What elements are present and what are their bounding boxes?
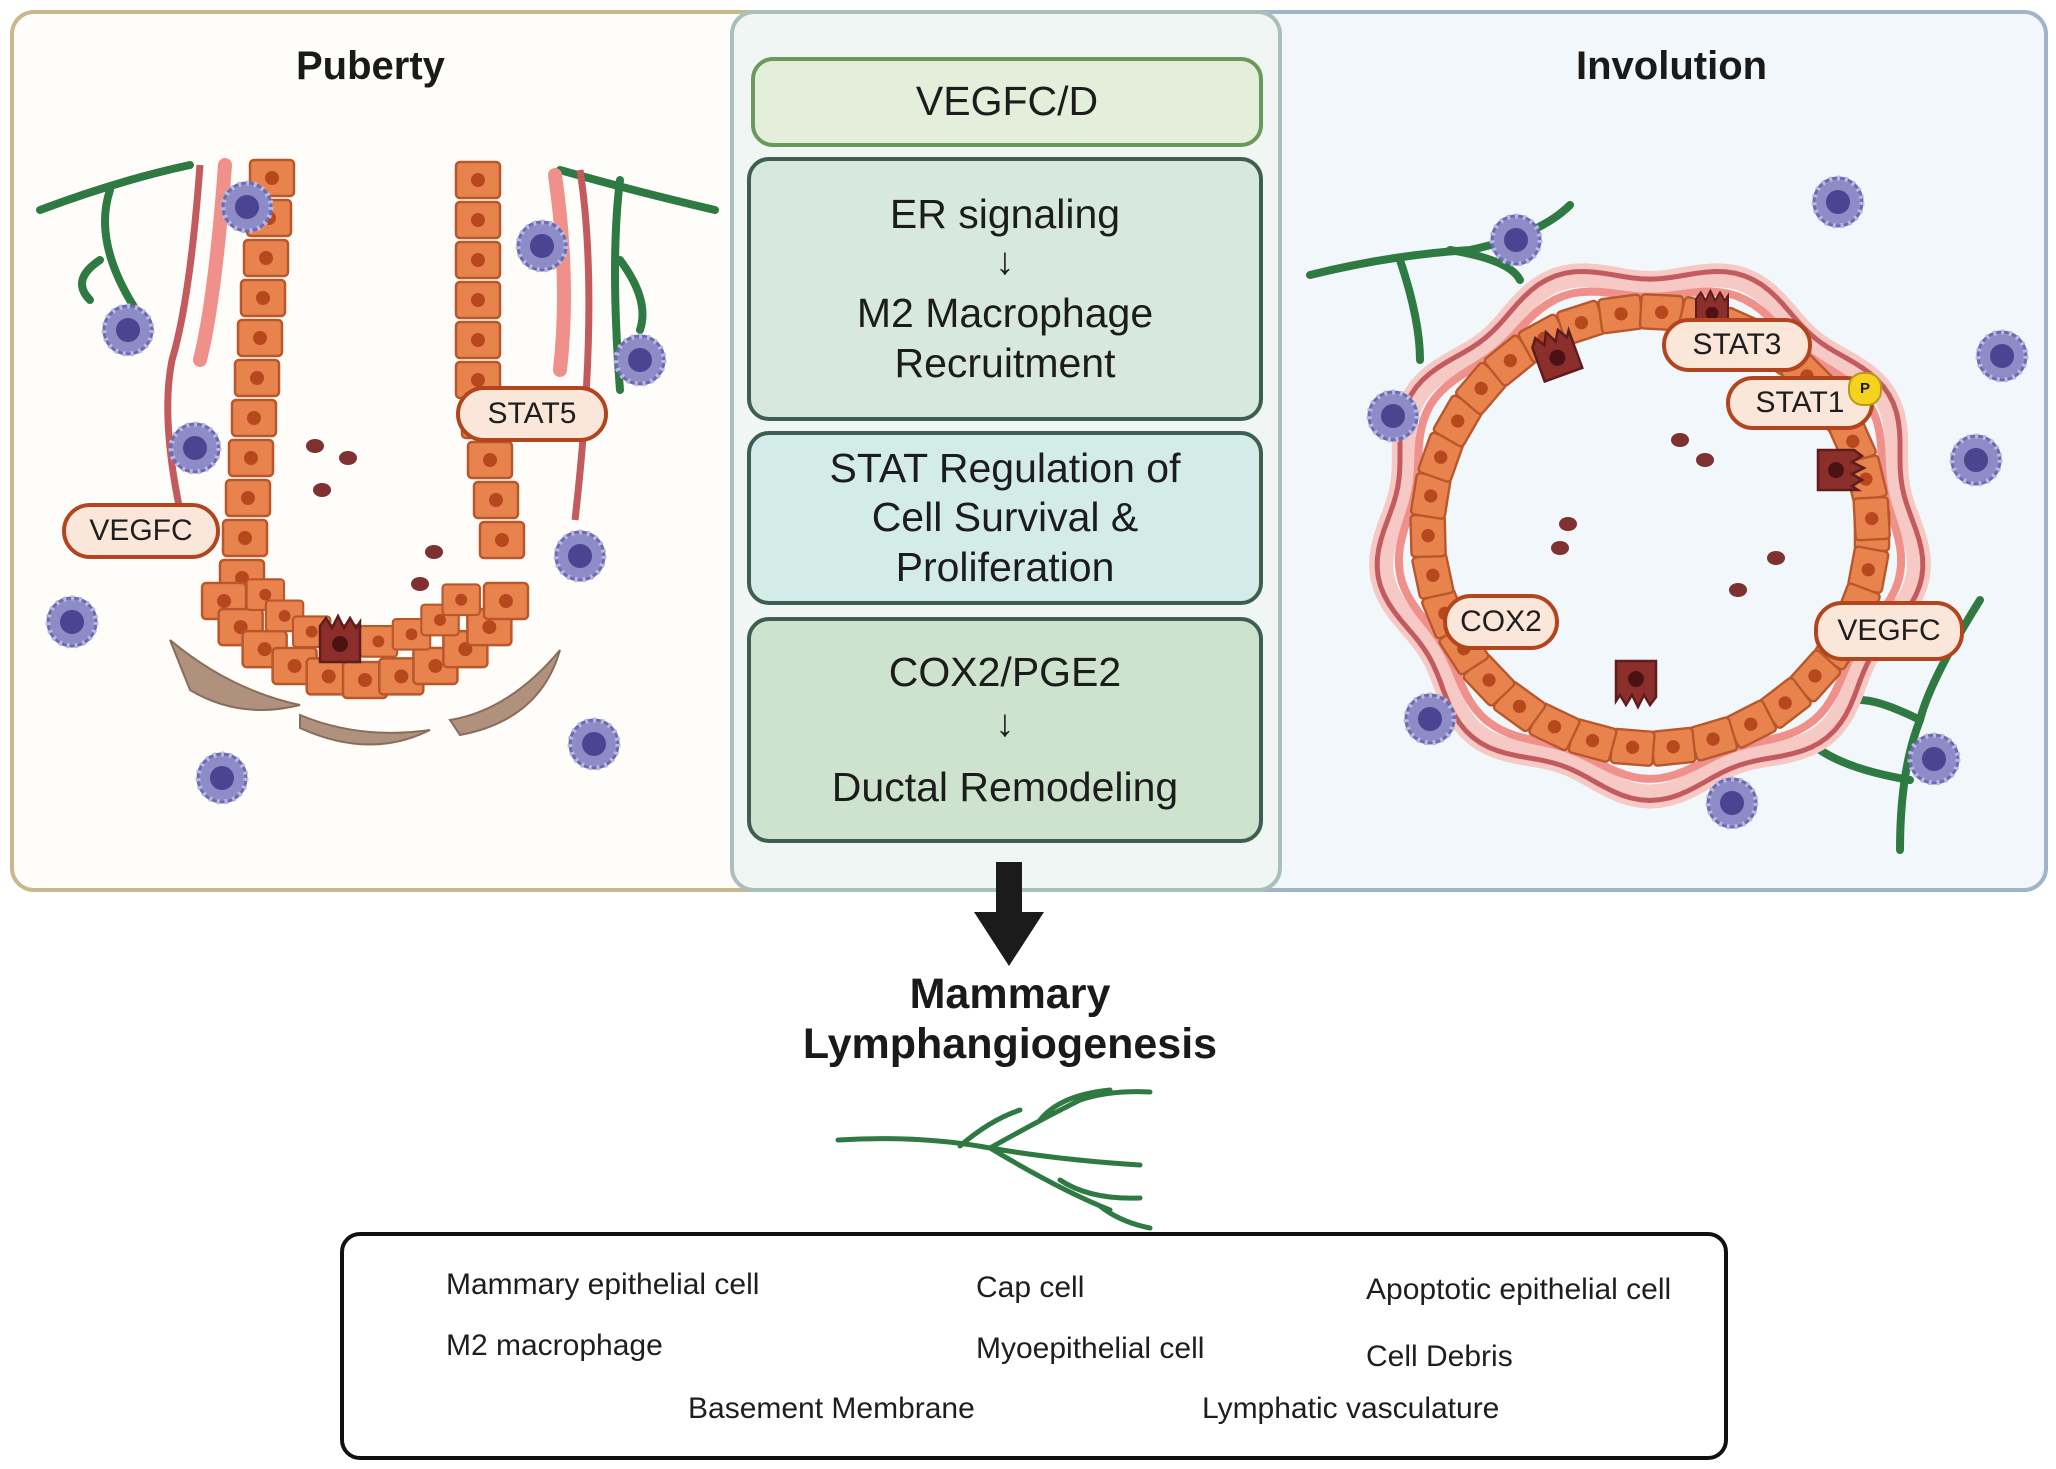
cox2-pge2-label: COX2/PGE2 — [888, 648, 1122, 695]
mammary-epithelial-cell — [233, 358, 281, 398]
mammary-epithelial-cell — [466, 440, 514, 480]
m2-macrophage — [48, 598, 96, 646]
m2-macrophage — [1708, 779, 1756, 827]
m2-macrophage — [616, 336, 664, 384]
legend-basement-membrane: Basement Membrane — [688, 1392, 975, 1425]
stroma-layer — [1369, 263, 1931, 809]
cap-cell — [448, 649, 561, 737]
ductal-remodeling-label: Ductal Remodeling — [831, 764, 1179, 810]
stat-regulation-line-3: Proliferation — [895, 543, 1115, 590]
result-title-line-1: Mammary — [909, 970, 1111, 1018]
mammary-epithelial-cell — [1409, 513, 1447, 559]
puberty-vegfc-label: VEGFC — [62, 503, 220, 559]
cap-cell — [169, 639, 301, 711]
mammary-epithelial-cell — [454, 320, 502, 360]
mammary-epithelial-cell — [1852, 495, 1892, 542]
flow-box-vegfc-d: VEGFC/D — [751, 57, 1263, 147]
basement-membrane — [1374, 268, 1926, 804]
m2-macrophage — [1814, 178, 1862, 226]
cell-debris — [1559, 517, 1577, 531]
involution-stat3-label: STAT3 — [1662, 318, 1812, 372]
cell-debris — [411, 577, 429, 591]
mammary-epithelial-cell — [478, 520, 526, 560]
m2-macrophage — [1952, 436, 2000, 484]
cell-debris — [1696, 453, 1714, 467]
legend-cell-debris: Cell Debris — [1366, 1340, 1513, 1373]
cell-debris — [1729, 583, 1747, 597]
puberty-title: Puberty — [296, 44, 445, 88]
phospho-badge: P — [1848, 372, 1882, 406]
involution-vegfc-label: VEGFC — [1814, 601, 1964, 661]
lymphatic-network — [835, 1087, 1153, 1231]
mammary-epithelial-cell — [454, 200, 502, 240]
apoptotic-epithelial-cell — [1816, 448, 1866, 492]
mammary-epithelial-cell — [227, 438, 275, 478]
m2-macrophage — [223, 183, 271, 231]
down-arrow-icon: ↓ — [995, 241, 1015, 284]
mammary-epithelial-cell — [358, 625, 399, 658]
mammary-epithelial-cell — [454, 160, 502, 200]
mammary-epithelial-cell — [230, 398, 278, 438]
m2-recruitment-label-2: Recruitment — [894, 339, 1116, 386]
m2-macrophage — [518, 222, 566, 270]
legend-cap-cell: Cap cell — [976, 1271, 1085, 1304]
legend-myoepithelial-cell: Myoepithelial cell — [976, 1332, 1205, 1365]
m2-macrophage — [1406, 695, 1454, 743]
cap-cell — [299, 713, 431, 746]
legend-lymphatic-vasculature: Lymphatic vasculature — [1202, 1392, 1500, 1425]
mammary-epithelial-cell — [1410, 550, 1456, 601]
cell-debris — [1767, 551, 1785, 565]
involution-cox2-label: COX2 — [1443, 594, 1559, 650]
mammary-epithelial-cell — [482, 581, 530, 621]
m2-recruitment-label-1: M2 Macrophage — [856, 290, 1154, 337]
m2-macrophage — [1492, 216, 1540, 264]
myoepithelial-cell — [193, 158, 571, 377]
stat-regulation-line-2: Cell Survival & — [871, 494, 1139, 541]
mammary-epithelial-cell — [1649, 726, 1697, 768]
mammary-epithelial-cell — [441, 583, 481, 617]
m2-macrophage — [1369, 392, 1417, 440]
stat-regulation-line-1: STAT Regulation of — [829, 445, 1181, 492]
m2-macrophage — [104, 306, 152, 354]
apoptotic-epithelial-cell — [1614, 659, 1658, 709]
phospho-label: P — [1859, 380, 1870, 397]
cell-debris — [1551, 541, 1569, 555]
m2-macrophage — [556, 532, 604, 580]
legend — [340, 1232, 1728, 1460]
flow-box-cox2-pge2: COX2/PGE2 ↓ Ductal Remodeling — [747, 617, 1263, 843]
apoptotic-epithelial-cell — [318, 614, 362, 664]
legend-m2-macrophage: M2 macrophage — [446, 1329, 663, 1362]
down-arrow-icon: ↓ — [995, 703, 1015, 745]
lymphatic-vessel — [1306, 201, 1574, 364]
mammary-epithelial-cell — [236, 318, 284, 358]
cell-debris — [339, 451, 357, 465]
mammary-epithelial-cell — [239, 278, 287, 318]
flow-box-er-signaling: ER signaling ↓ M2 Macrophage Recruitment — [747, 157, 1263, 421]
mammary-epithelial-cell — [1596, 292, 1646, 335]
flow-box-stat-regulation: STAT Regulation of Cell Survival & Proli… — [747, 431, 1263, 605]
m2-macrophage — [570, 720, 618, 768]
mammary-epithelial-cell — [224, 478, 272, 518]
m2-macrophage — [198, 754, 246, 802]
down-arrow-icon — [974, 862, 1044, 966]
puberty-stat5-label: STAT5 — [456, 386, 608, 442]
legend-apoptotic-epithelial-cell: Apoptotic epithelial cell — [1366, 1273, 1672, 1306]
cell-debris — [425, 545, 443, 559]
result-title-line-2: Lymphangiogenesis — [802, 1020, 1218, 1068]
cell-debris — [313, 483, 331, 497]
mammary-epithelial-cell — [242, 238, 290, 278]
flow-box-vegfc-d-label: VEGFC/D — [915, 78, 1099, 125]
m2-macrophage — [1910, 735, 1958, 783]
involution-title: Involution — [1576, 44, 1768, 88]
cell-debris — [306, 439, 324, 453]
m2-macrophage — [1978, 332, 2026, 380]
m2-macrophage — [171, 424, 219, 472]
mammary-epithelial-cell — [454, 240, 502, 280]
mammary-epithelial-cell — [454, 280, 502, 320]
cell-debris — [1671, 433, 1689, 447]
er-signaling-label: ER signaling — [889, 191, 1121, 238]
mammary-epithelial-cell — [221, 518, 269, 558]
legend-mammary-epithelial-cell: Mammary epithelial cell — [446, 1268, 760, 1301]
mammary-epithelial-cell — [472, 480, 520, 520]
